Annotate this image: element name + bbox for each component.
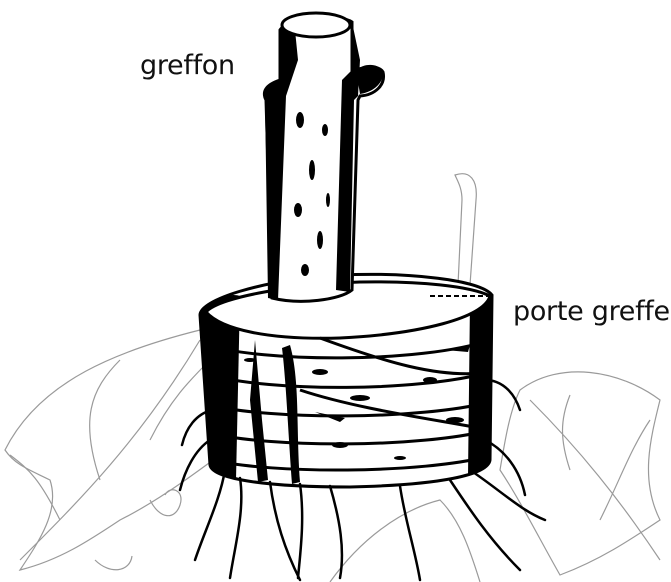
tendril xyxy=(95,490,181,570)
rootstock-right-shadow xyxy=(468,297,492,476)
label-scion: greffon xyxy=(140,50,235,81)
vine-stem xyxy=(455,174,476,285)
scion-cut-top xyxy=(282,13,350,37)
right-leaf-veins xyxy=(530,395,660,560)
rootstock-trunk xyxy=(200,274,492,487)
label-rootstock: porte greffe xyxy=(513,296,670,327)
right-leaf xyxy=(500,372,660,575)
scion-stem xyxy=(264,13,383,301)
